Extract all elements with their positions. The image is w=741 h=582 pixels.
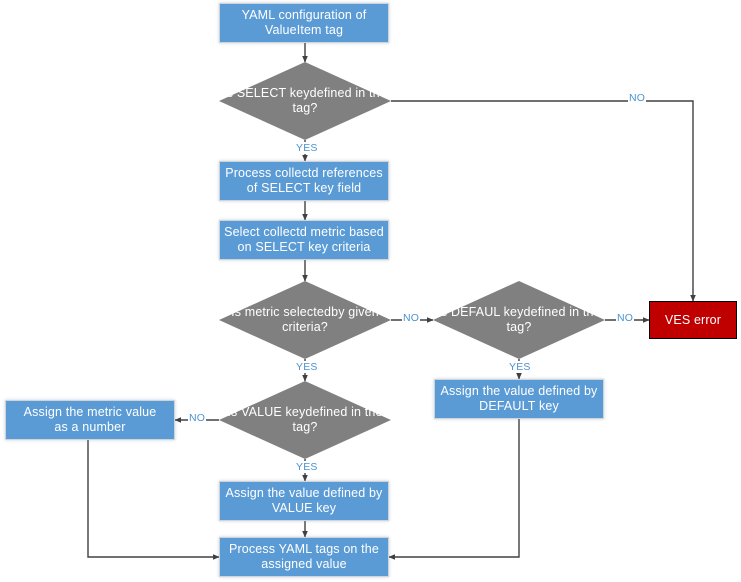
decision-shape bbox=[433, 281, 605, 359]
node-label-line: Process YAML tags on the bbox=[229, 542, 379, 556]
node-label-line: Assign the value defined by bbox=[440, 384, 598, 398]
node-label-line: as a number bbox=[54, 420, 126, 434]
node-label-line: Select collectd metric based bbox=[224, 225, 384, 239]
edge-label-yes: YES bbox=[295, 361, 319, 373]
decision-node-is-metric-selected: Is metric selectedby given criteria? bbox=[219, 281, 391, 359]
node-label-line: Assign the metric value bbox=[23, 405, 157, 419]
node-label-line: VES error bbox=[664, 312, 722, 327]
edge-label-no: NO bbox=[188, 412, 207, 424]
node-label-line: of SELECT key field bbox=[246, 181, 362, 195]
decision-shape bbox=[219, 62, 391, 140]
node-label: VES error bbox=[661, 313, 725, 328]
decision-node-is-defaul: Is DEFAUL keydefined in the tag? bbox=[433, 281, 605, 359]
edge-label-no: NO bbox=[402, 312, 421, 324]
node-label-line: VALUE key bbox=[271, 501, 337, 515]
edge-label-yes: YES bbox=[295, 461, 319, 473]
node-label-line: Assign the value defined by bbox=[225, 486, 383, 500]
node-label-line: DEFAULT key bbox=[479, 399, 559, 413]
flow-edge bbox=[87, 440, 220, 560]
edge-label-no: NO bbox=[628, 92, 647, 104]
node-label-line: Process collectd references bbox=[225, 166, 383, 180]
edge-label-yes: YES bbox=[508, 361, 532, 373]
flow-edge bbox=[388, 419, 520, 560]
edge-label-yes: YES bbox=[295, 142, 319, 154]
error-node-ves-error: VES error bbox=[649, 301, 737, 339]
node-label-line: YAML configuration of bbox=[241, 8, 367, 22]
decision-node-is-value: Is VALUE keydefined in the tag? bbox=[219, 381, 391, 459]
edge-label-no: NO bbox=[616, 312, 635, 324]
node-label-line: on SELECT key criteria bbox=[237, 240, 371, 254]
decision-node-is-select: Is SELECT keydefined in the tag? bbox=[219, 62, 391, 140]
node-label-line: ValueItem tag bbox=[264, 23, 344, 37]
flow-edge bbox=[391, 100, 696, 302]
decision-shape bbox=[219, 281, 391, 359]
node-label-line: assigned value bbox=[261, 557, 347, 571]
decision-shape bbox=[219, 381, 391, 459]
